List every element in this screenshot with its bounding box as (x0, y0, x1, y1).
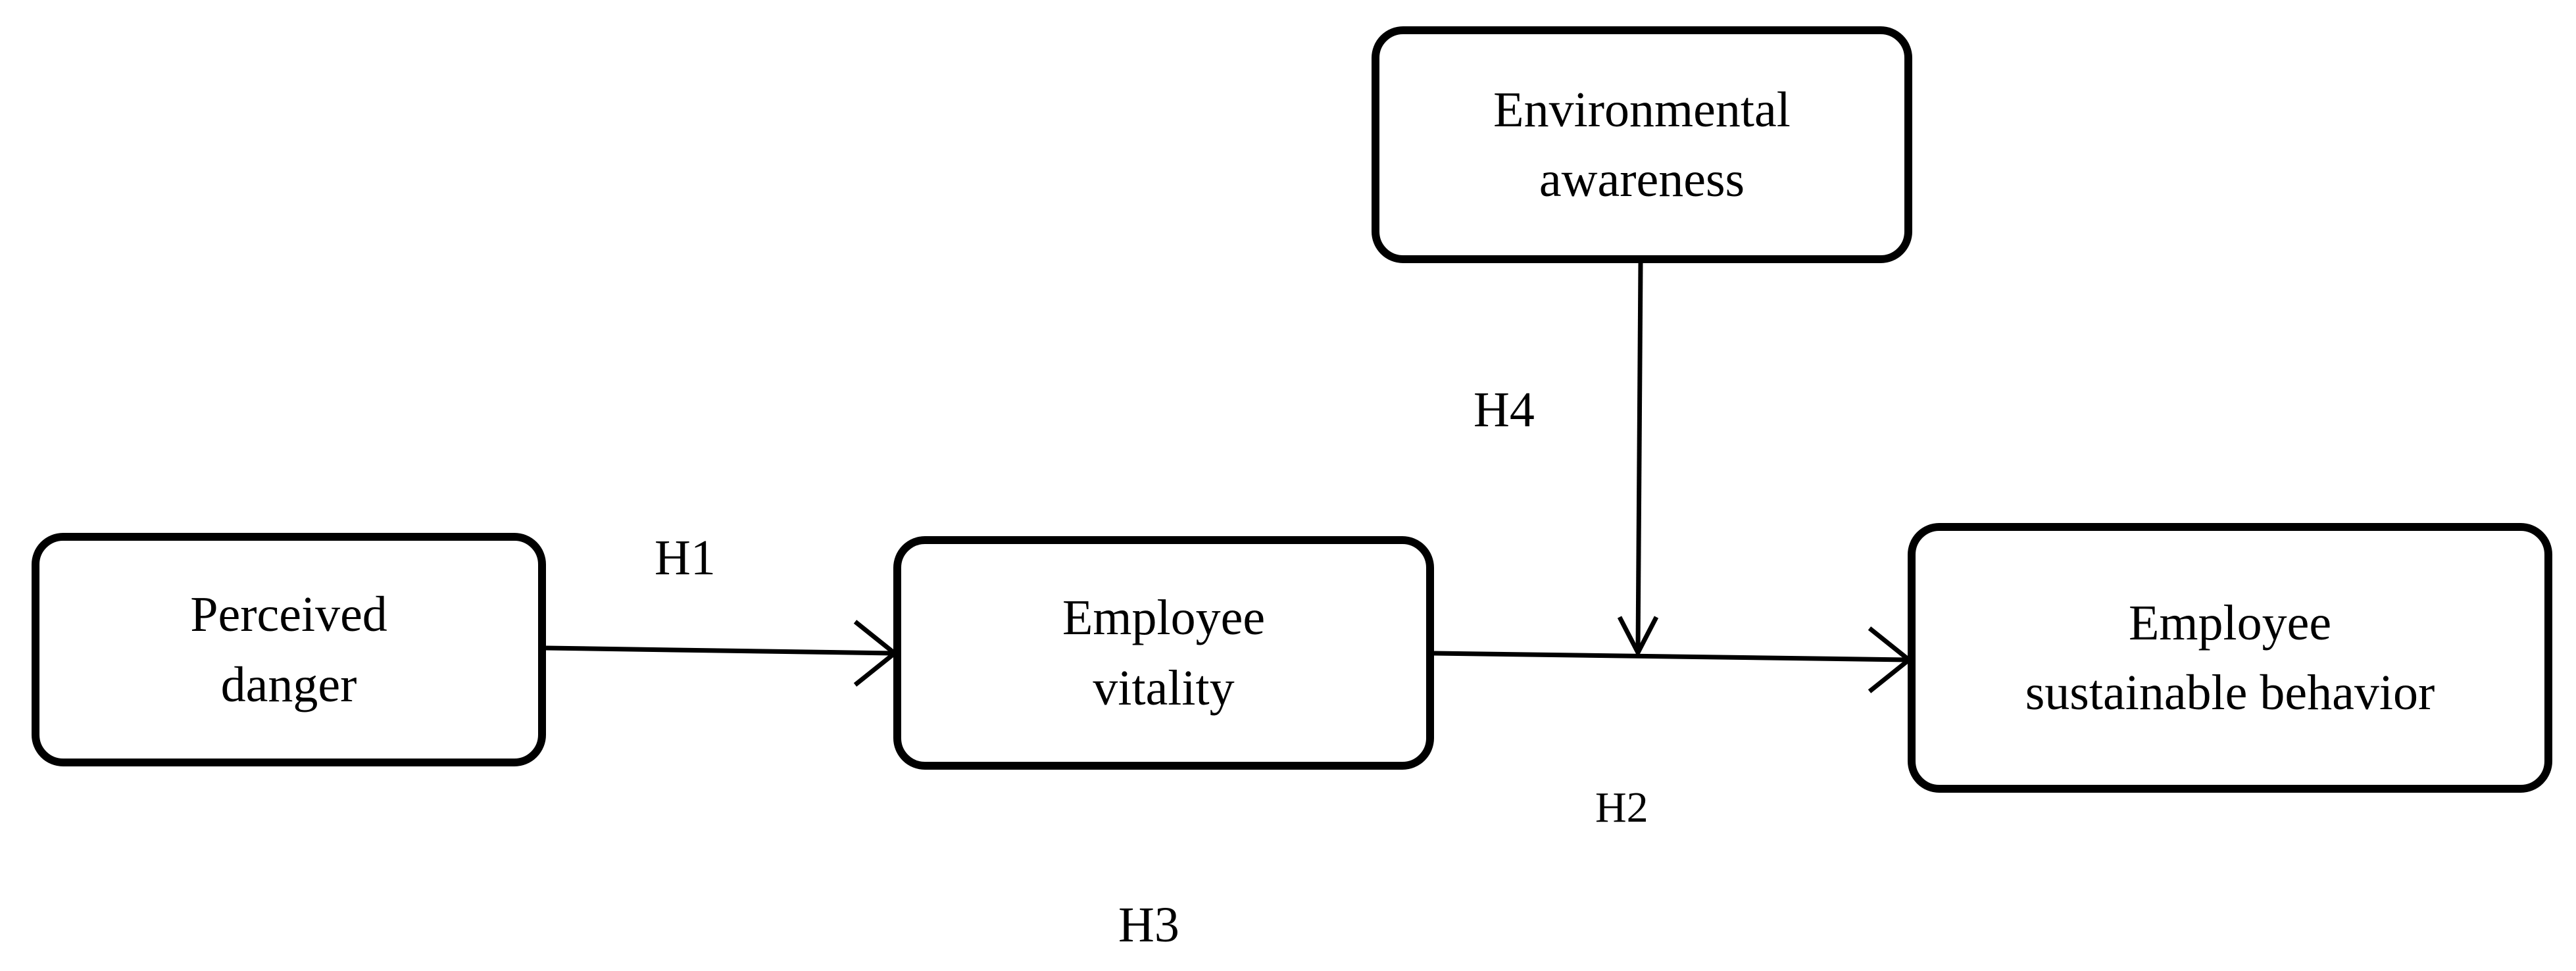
label-h2: H2 (1595, 784, 1648, 832)
node-environmental-awareness-line1: Environmental (1493, 82, 1791, 137)
arrow-h1 (545, 620, 899, 687)
node-employee-vitality-line2: vitality (1093, 660, 1235, 716)
arrow-h2 (1433, 626, 1913, 693)
node-employee-sustainable-behavior-line2: sustainable behavior (2025, 665, 2435, 720)
node-perceived-danger-line2: danger (220, 657, 357, 712)
node-employee-sustainable-behavior-line1: Employee (2128, 595, 2332, 651)
node-employee-vitality-line1: Employee (1062, 590, 1266, 646)
label-h4: H4 (1474, 382, 1535, 437)
node-perceived-danger: Perceived danger (32, 533, 546, 766)
arrow-h4 (1617, 262, 1659, 658)
node-employee-vitality: Employee vitality (893, 536, 1434, 770)
label-h3: H3 (1118, 897, 1179, 953)
label-h1: H1 (655, 530, 716, 585)
node-environmental-awareness-line2: awareness (1539, 152, 1745, 207)
node-employee-sustainable-behavior: Employee sustainable behavior (1908, 523, 2552, 793)
node-perceived-danger-line1: Perceived (190, 587, 387, 643)
node-environmental-awareness: Environmental awareness (1372, 26, 1912, 263)
